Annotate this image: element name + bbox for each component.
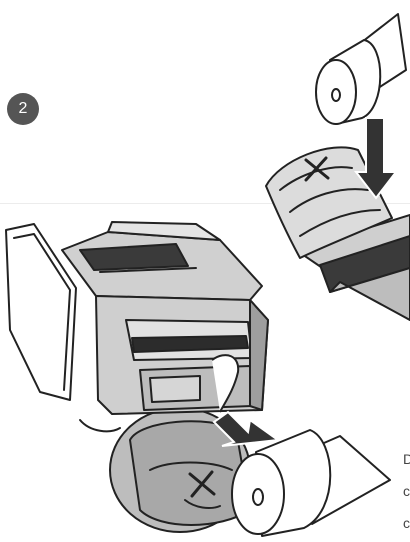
clipped-text-line-2: c [403, 483, 410, 499]
clipped-text-line-3: c [403, 515, 410, 531]
step-number-badge: 2 [7, 93, 39, 125]
bottom-paper-roll-icon [211, 354, 391, 537]
flap-cross-icon [304, 156, 330, 182]
top-insert-arrow-icon [353, 117, 399, 200]
bottom-cross-icon [188, 470, 216, 498]
top-paper-roll-icon [315, 13, 407, 125]
bottom-printer [5, 221, 269, 533]
page-divider [0, 203, 410, 204]
bottom-insert-arrow-icon [212, 410, 281, 447]
clipped-text-line-1: D [403, 451, 410, 467]
